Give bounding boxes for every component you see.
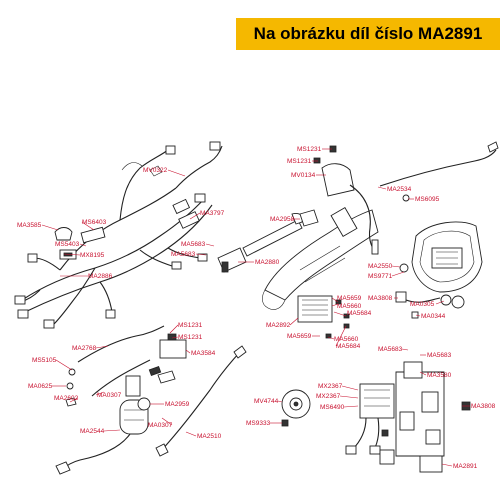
leader-lines — [41, 148, 470, 467]
label-ma2880: MA2880 — [255, 259, 280, 266]
label-ms9333: MS9333 — [246, 420, 271, 427]
label-ma0307-a: MA0307 — [97, 392, 122, 399]
label-ma2602: MA2602 — [54, 395, 79, 402]
label-ma2534: MA2534 — [387, 186, 412, 193]
label-ms1231-mid-b: MS1231 — [178, 334, 203, 341]
regulator-rectifier — [297, 295, 350, 339]
label-ma2544: MA2544 — [80, 428, 105, 435]
relay-bracket — [379, 361, 471, 473]
label-ma5659-b: MA5659 — [287, 333, 312, 340]
label-ma3808-a: MA3808 — [368, 295, 393, 302]
label-ma3584: MA3584 — [191, 350, 216, 357]
label-ma3797: MA3797 — [200, 210, 225, 217]
label-ma2550: MA2550 — [368, 263, 393, 270]
label-ms6403: MS6403 — [82, 219, 107, 226]
label-ma0307-b: MA0307 — [148, 422, 173, 429]
speedometer-cable — [379, 141, 499, 202]
headlight-assembly — [411, 221, 483, 293]
main-wiring-harness — [14, 141, 223, 329]
label-ma2510: MA2510 — [197, 433, 222, 440]
label-mx2367-a: MX2367 — [318, 383, 343, 390]
label-ma2768: MA2768 — [72, 345, 97, 352]
part-labels: MV0322 MA3585 MS6403 MS5403 MX8195 MA288… — [17, 146, 496, 470]
label-ma2891: MA2891 — [453, 463, 478, 470]
cdi-unit — [345, 383, 395, 455]
label-ma0625: MA0625 — [28, 383, 53, 390]
label-ms9771: MS9771 — [368, 273, 393, 280]
label-ma3580: MA3580 — [427, 372, 452, 379]
label-ma5683-a: MA5683 — [181, 241, 206, 248]
label-ma0344: MA0344 — [421, 313, 446, 320]
label-mv4744: MV4744 — [254, 398, 279, 405]
label-mx8195: MX8195 — [80, 252, 105, 259]
brake-cables — [65, 325, 247, 457]
part-number-banner: Na obrázku díl číslo MA2891 — [236, 18, 500, 50]
label-ms1231-top-a: MS1231 — [297, 146, 322, 153]
label-ma5660-a: MA5660 — [337, 303, 362, 310]
horn — [281, 389, 311, 427]
label-ms6490: MS6490 — [320, 404, 345, 411]
label-ma5683-b: MA5683 — [171, 251, 196, 258]
bulb-sockets — [395, 263, 465, 319]
label-ma0305: MA0305 — [410, 301, 435, 308]
ignition-lock-set — [55, 333, 187, 475]
label-ma5684-a: MA5684 — [347, 310, 372, 317]
label-ma5683-c: MA5683 — [378, 346, 403, 353]
label-ma5683-d: MA5683 — [427, 352, 452, 359]
label-ma3808-b: MA3808 — [471, 403, 496, 410]
label-ma5684-b: MA5684 — [336, 343, 361, 350]
label-ms1231-mid-a: MS1231 — [178, 322, 203, 329]
label-ms6095: MS6095 — [415, 196, 440, 203]
label-ma2958: MA2958 — [270, 216, 295, 223]
label-ms5403: MS5403 — [55, 241, 80, 248]
label-ms5105: MS5105 — [32, 357, 57, 364]
label-ma2886: MA2886 — [88, 273, 113, 280]
label-ma5659-a: MA5659 — [337, 295, 362, 302]
central-housing — [262, 206, 379, 310]
throttle-assembly — [217, 209, 319, 273]
label-mv0322: MV0322 — [143, 167, 168, 174]
switch-cluster-top — [313, 145, 379, 255]
label-ma3585: MA3585 — [17, 222, 42, 229]
label-ma2892: MA2892 — [266, 322, 291, 329]
label-ms1231-top-b: MS1231 — [287, 158, 312, 165]
label-mv0134: MV0134 — [291, 172, 316, 179]
label-ma2959: MA2959 — [165, 401, 190, 408]
label-ma5660-b: MA5660 — [334, 336, 359, 343]
label-mx2367-b: MX2367 — [316, 393, 341, 400]
